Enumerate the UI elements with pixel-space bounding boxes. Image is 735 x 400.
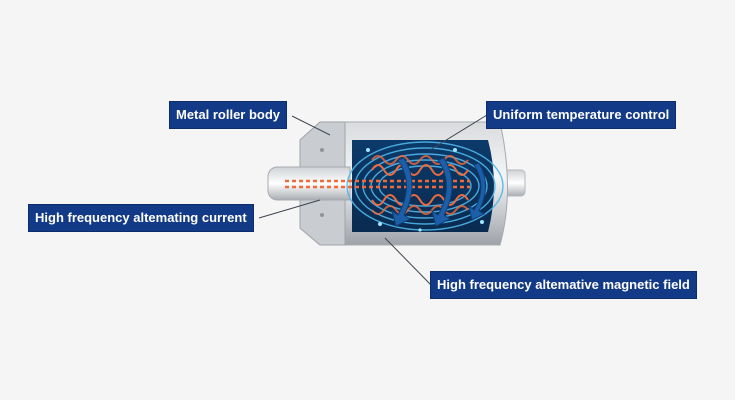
left-shaft (267, 166, 351, 201)
induction-coil (371, 155, 469, 215)
high-frequency-magnetic-field-label: High frequency altemative magnetic field (431, 272, 696, 298)
field-sparkles (366, 148, 484, 232)
current-path (285, 179, 470, 189)
metal-roller-body-label: Metal roller body (170, 102, 287, 128)
leader-lines (258, 114, 488, 286)
high-frequency-alternating-current-label: High frequency altemating current (29, 205, 253, 231)
uniform-temperature-control-label: Uniform temperature control (487, 102, 676, 128)
rotation-arrows (391, 157, 486, 227)
